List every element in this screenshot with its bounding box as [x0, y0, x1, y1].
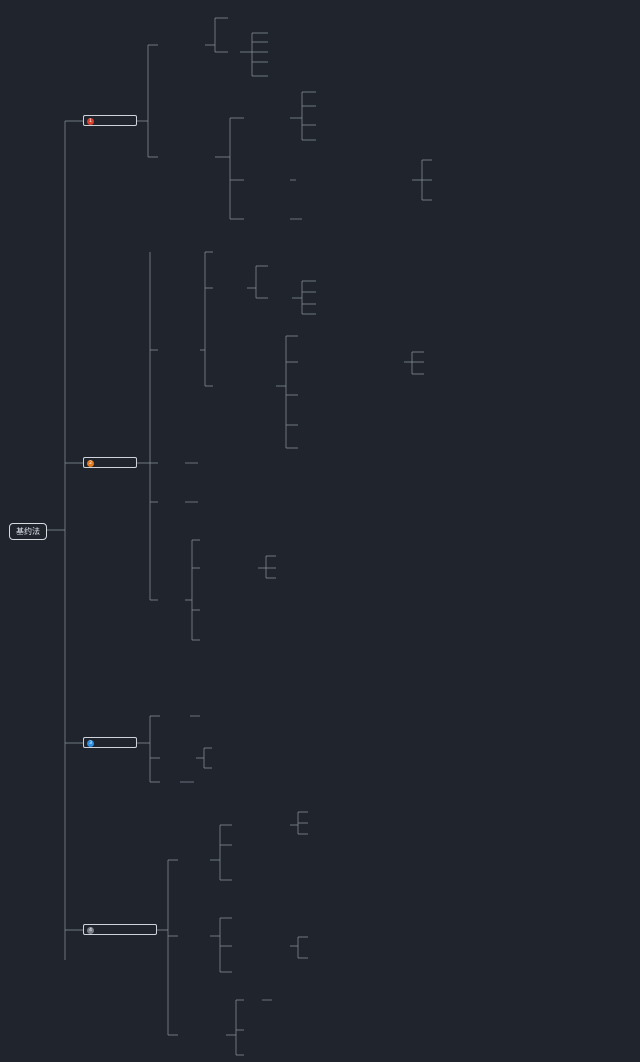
branch-node-2[interactable]: 2: [83, 457, 137, 468]
number-badge-2: 2: [87, 460, 94, 467]
number-badge-3: 3: [87, 740, 94, 747]
number-badge-4: 4: [87, 927, 94, 934]
root-node[interactable]: 基约法: [9, 523, 47, 540]
branch-node-1[interactable]: 1: [83, 115, 137, 126]
branch-node-3[interactable]: 3: [83, 737, 137, 748]
number-badge-1: 1: [87, 118, 94, 125]
branch-node-4[interactable]: 4: [83, 924, 157, 935]
